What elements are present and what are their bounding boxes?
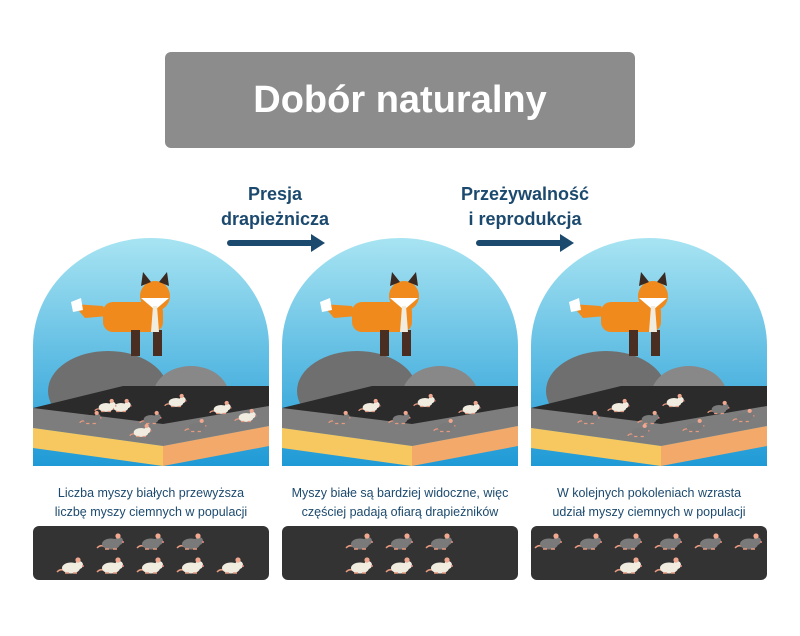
label-line: i reprodukcja: [468, 209, 582, 229]
caption-line: częściej padają ofiarą drapieżników: [301, 505, 499, 519]
arrow-right-icon: [476, 234, 574, 252]
caption-line: W kolejnych pokoleniach wzrasta: [556, 486, 742, 500]
mouse-icon: [653, 554, 685, 576]
mouse-icon: [693, 530, 725, 552]
stage-caption: W kolejnych pokoleniach wzrasta udział my…: [524, 484, 774, 522]
mouse-icon: [95, 530, 127, 552]
habitat-scene: [282, 236, 522, 466]
fox-icon: [320, 272, 419, 356]
dark-mice-row: [533, 530, 765, 552]
mouse-icon: [653, 530, 685, 552]
title: Dobór naturalny: [253, 78, 547, 121]
mouse-icon: [533, 530, 565, 552]
mouse-icon: [175, 554, 207, 576]
population-panel: [282, 526, 518, 580]
label-line: drapieżnicza: [220, 209, 330, 229]
mouse-icon: [135, 554, 167, 576]
arrow-label-survival: Przeżywalność i reprodukcja: [450, 182, 600, 232]
stage-caption: Liczba myszy białych przewyższa liczbę my…: [26, 484, 276, 522]
population-panel: [33, 526, 269, 580]
white-mice-row: [344, 554, 456, 576]
mouse-icon: [55, 554, 87, 576]
mouse-icon: [215, 554, 247, 576]
caption-line: udział myszy ciemnych w populacji: [552, 505, 746, 519]
habitat-scene: [531, 236, 771, 466]
white-mice-row: [55, 554, 247, 576]
mouse-icon: [384, 554, 416, 576]
mouse-icon: [344, 530, 376, 552]
population-panel: [531, 526, 767, 580]
mouse-icon: [384, 530, 416, 552]
mouse-icon: [95, 554, 127, 576]
mouse-icon: [573, 530, 605, 552]
white-mice-row: [613, 554, 685, 576]
mouse-icon: [733, 530, 765, 552]
mouse-icon: [613, 530, 645, 552]
caption-line: Liczba myszy białych przewyższa: [57, 486, 245, 500]
dark-mice-row: [95, 530, 207, 552]
dark-mice-row: [344, 530, 456, 552]
label-line: Przeżywalność: [460, 184, 590, 204]
mouse-icon: [135, 530, 167, 552]
label-line: Presja: [247, 184, 303, 204]
mouse-icon: [424, 530, 456, 552]
caption-line: Myszy białe są bardziej widoczne, więc: [291, 486, 509, 500]
habitat-scene: [33, 236, 273, 466]
arrow-right-icon: [227, 234, 325, 252]
title-banner: Dobór naturalny: [165, 52, 635, 148]
mouse-icon: [613, 554, 645, 576]
fox-icon: [569, 272, 668, 356]
mouse-icon: [344, 554, 376, 576]
fox-icon: [71, 272, 170, 356]
arrow-label-predation: Presja drapieżnicza: [215, 182, 335, 232]
mouse-icon: [424, 554, 456, 576]
stage-caption: Myszy białe są bardziej widoczne, więc cz…: [275, 484, 525, 522]
caption-line: liczbę myszy ciemnych w populacji: [54, 505, 248, 519]
mouse-icon: [175, 530, 207, 552]
